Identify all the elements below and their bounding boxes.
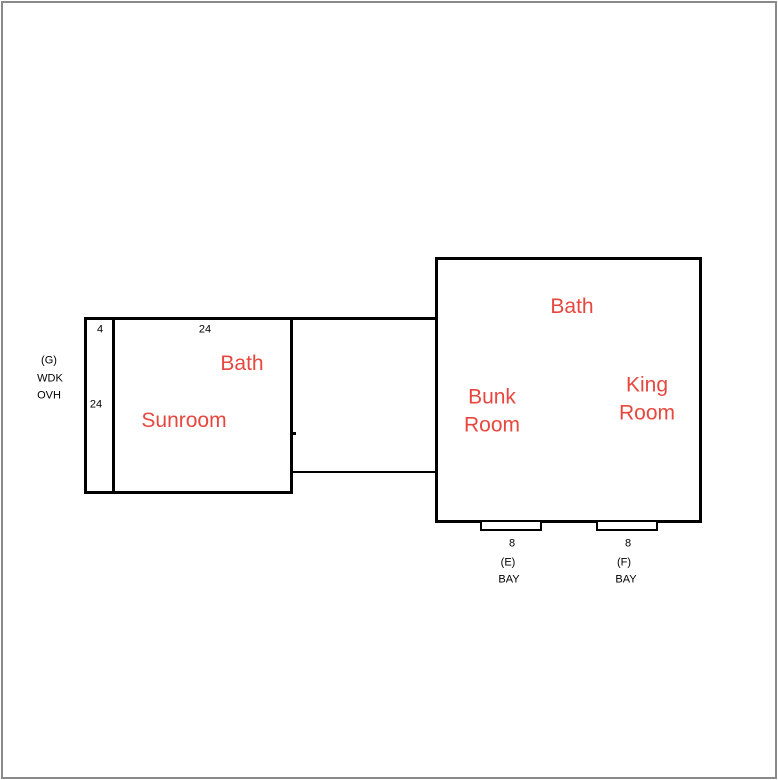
bay-window-f <box>596 520 658 531</box>
main-house-outline <box>435 257 702 523</box>
annotation-g-line1: WDK <box>37 372 63 385</box>
wall-tick <box>290 432 296 435</box>
room-label-sunroom: Sunroom <box>141 408 227 432</box>
connector-bottom-wall <box>292 471 438 473</box>
room-label-king-room: King Room <box>619 372 675 429</box>
king-room-line2: Room <box>618 402 676 425</box>
room-label-bath-left: Bath <box>220 351 264 375</box>
annotation-g-code: (G) <box>41 354 57 367</box>
annotation-f-code: (F) <box>616 556 632 569</box>
dimension-label: 4 <box>96 323 104 336</box>
king-room-line1: King <box>625 373 669 397</box>
bay-window-e <box>480 520 542 531</box>
dimension-label: 24 <box>198 323 212 336</box>
annotation-f-size: 8 <box>624 537 632 550</box>
annotation-e-code: (E) <box>500 556 516 569</box>
dimension-label: 24 <box>89 398 103 411</box>
connector-top-wall <box>292 317 438 320</box>
bunk-room-line2: Room <box>463 414 521 437</box>
bunk-room-line1: Bunk <box>468 385 516 409</box>
room-label-bath-right: Bath <box>550 294 594 318</box>
room-label-bunk-room: Bunk Room <box>464 384 520 441</box>
sunroom-outline <box>112 317 293 494</box>
annotation-e-size: 8 <box>508 537 516 550</box>
annotation-g-line2: OVH <box>37 389 61 402</box>
annotation-f-type: BAY <box>615 573 637 586</box>
annotation-e-type: BAY <box>498 573 520 586</box>
